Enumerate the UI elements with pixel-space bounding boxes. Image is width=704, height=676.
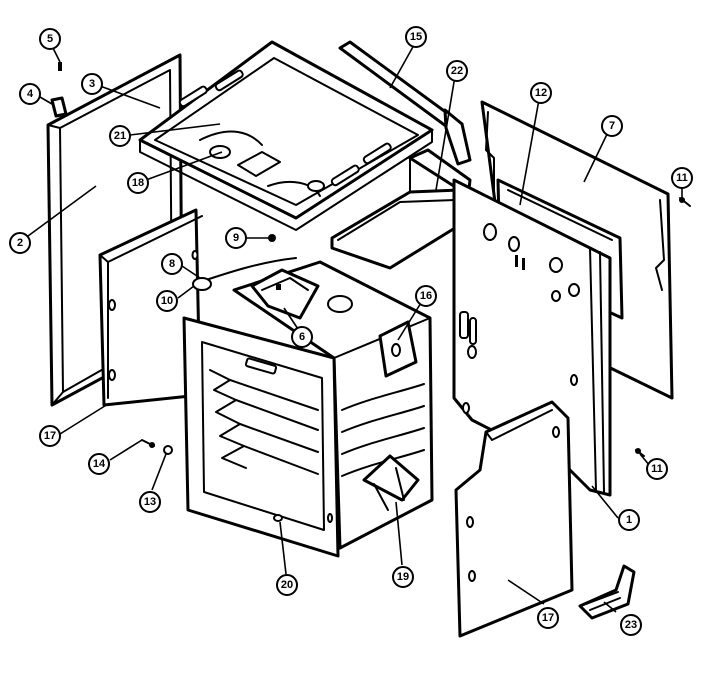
callout-label: 1 xyxy=(626,514,632,526)
callout: 14 xyxy=(88,453,110,475)
callout: 13 xyxy=(139,491,161,513)
callout-label: 6 xyxy=(299,331,305,343)
callout: 17 xyxy=(537,607,559,629)
callout: 2 xyxy=(9,232,31,254)
callout-label: 16 xyxy=(420,290,432,302)
callout: 12 xyxy=(530,82,552,104)
callout-label: 11 xyxy=(651,463,663,475)
rear-trim-strip-part xyxy=(338,40,472,166)
callout-label: 12 xyxy=(535,87,547,99)
callout: 21 xyxy=(109,125,131,147)
leveling-bracket-part xyxy=(578,564,636,620)
right-side-panel-part xyxy=(452,178,612,497)
callout: 6 xyxy=(291,326,313,348)
callout-label: 17 xyxy=(44,430,56,442)
door-hinge-part xyxy=(362,454,420,511)
callout: 5 xyxy=(39,28,61,50)
callout: 20 xyxy=(276,574,298,596)
callout-label: 18 xyxy=(132,177,144,189)
callout-label: 19 xyxy=(397,571,409,583)
callout-label: 3 xyxy=(89,78,95,90)
callout-label: 5 xyxy=(47,33,53,45)
burner-box-part xyxy=(138,40,434,231)
callout-label: 11 xyxy=(676,172,688,184)
callout-label: 8 xyxy=(169,258,175,270)
fastener-screw-14 xyxy=(141,439,155,448)
callout: 19 xyxy=(392,566,414,588)
callout: 22 xyxy=(446,60,468,82)
oven-front-frame-part xyxy=(182,316,340,558)
callout: 18 xyxy=(127,172,149,194)
leader-lines xyxy=(27,44,683,613)
callout-label: 7 xyxy=(609,120,615,132)
callout-label: 23 xyxy=(625,619,637,631)
fastener-nut-13 xyxy=(163,445,173,455)
callout-label: 13 xyxy=(144,496,156,508)
callout-label: 22 xyxy=(451,65,463,77)
callout: 16 xyxy=(415,285,437,307)
fastener-clip-4 xyxy=(50,96,68,118)
fastener-screw-5 xyxy=(58,62,62,71)
cavity-bracket-part xyxy=(378,320,418,378)
callout-label: 17 xyxy=(542,612,554,624)
callout-label: 15 xyxy=(410,31,422,43)
callout: 7 xyxy=(601,115,623,137)
callout: 11 xyxy=(646,458,668,480)
callout: 17 xyxy=(39,425,61,447)
callout-label: 21 xyxy=(114,130,126,142)
callout: 15 xyxy=(405,26,427,48)
lower-side-panel-part xyxy=(454,400,574,638)
callout: 23 xyxy=(620,614,642,636)
callout: 11 xyxy=(671,167,693,189)
callout-label: 4 xyxy=(27,88,34,100)
callout: 4 xyxy=(19,83,41,105)
fastener-screw-11-bottom xyxy=(635,448,645,457)
fastener-screw-11-top xyxy=(679,197,691,207)
fastener-screw-9 xyxy=(268,234,276,242)
thermostat-bracket-part xyxy=(192,257,320,320)
callout-label: 2 xyxy=(17,237,23,249)
callout-label: 10 xyxy=(161,295,173,307)
callout: 8 xyxy=(161,253,183,275)
callout: 10 xyxy=(156,290,178,312)
callout: 1 xyxy=(618,509,640,531)
callout-label: 14 xyxy=(93,458,106,470)
callout-label: 20 xyxy=(281,579,293,591)
callout: 9 xyxy=(225,227,247,249)
callout-label: 9 xyxy=(233,232,239,244)
callout: 3 xyxy=(81,73,103,95)
